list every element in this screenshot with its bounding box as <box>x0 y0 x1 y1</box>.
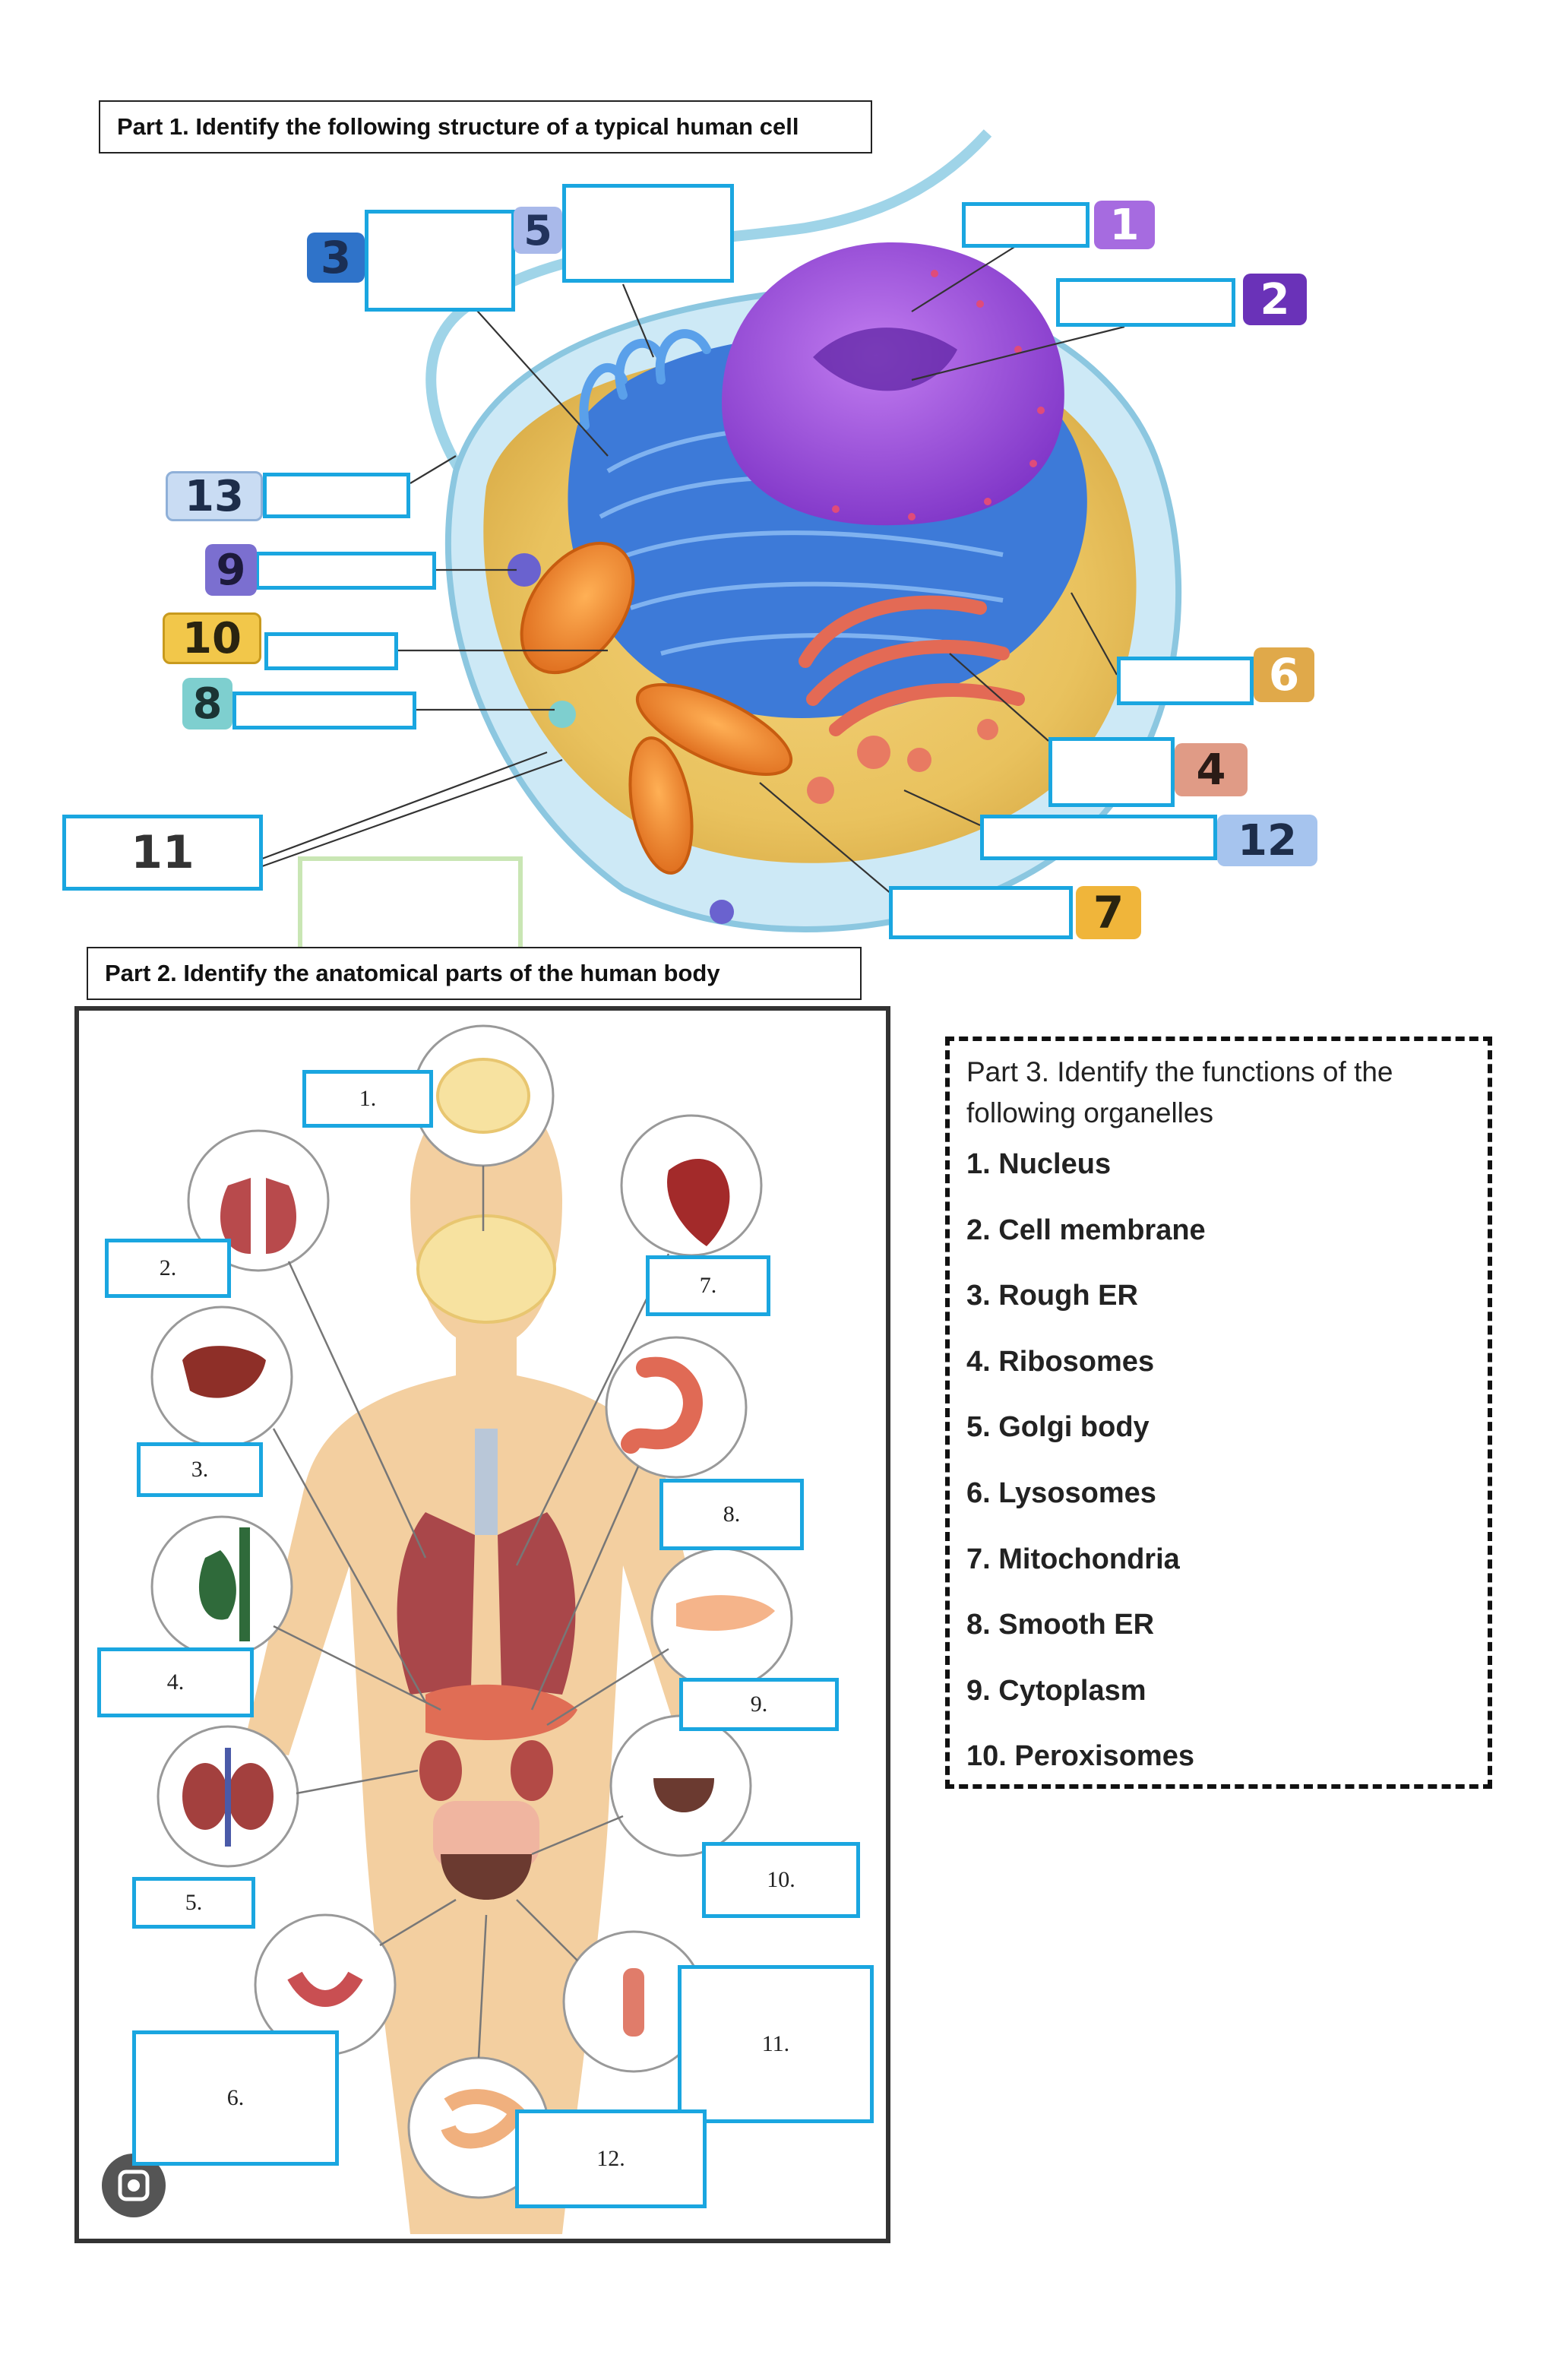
cell-answer-box-5[interactable] <box>562 184 734 283</box>
cell-label-11: 11 <box>131 826 194 879</box>
body-label-4: 4. <box>166 1669 185 1695</box>
organelle-item: 5. Golgi body <box>966 1411 1150 1444</box>
cell-answer-box-6[interactable] <box>1117 657 1254 705</box>
organelle-item: 8. Smooth ER <box>966 1609 1155 1641</box>
cell-badge-12-text: 12 <box>1238 815 1297 866</box>
body-answer-box-2[interactable]: 2. <box>105 1239 231 1298</box>
cell-answer-box-2[interactable] <box>1056 278 1235 327</box>
cell-badge-7: 7 <box>1076 886 1141 939</box>
cell-badge-7-text: 7 <box>1093 887 1124 938</box>
cell-badge-2: 2 <box>1243 274 1307 325</box>
organelle-item: 3. Rough ER <box>966 1280 1138 1312</box>
body-label-5: 5. <box>185 1890 203 1915</box>
lysosome <box>549 701 576 728</box>
part3-title: Part 3. Identify the functions of the fo… <box>966 1056 1393 1128</box>
cell-answer-box-1[interactable] <box>962 202 1090 248</box>
cell-badge-13-text: 13 <box>185 471 244 521</box>
cell-badge-3-text: 3 <box>320 232 352 283</box>
body-answer-box-4[interactable]: 4. <box>97 1647 254 1717</box>
organelle-item: 9. Cytoplasm <box>966 1674 1146 1707</box>
body-label-7: 7. <box>699 1273 717 1298</box>
part1-heading: Part 1. Identify the following structure… <box>99 100 872 153</box>
cell-answer-box-10[interactable] <box>264 632 398 670</box>
part2-heading-text: Part 2. Identify the anatomical parts of… <box>105 960 720 986</box>
body-answer-box-11[interactable]: 11. <box>678 1965 874 2123</box>
body-answer-box-9[interactable]: 9. <box>679 1678 839 1731</box>
body-answer-box-1[interactable]: 1. <box>302 1070 433 1128</box>
lungs-circle <box>187 1129 330 1272</box>
cell-badge-2-text: 2 <box>1260 274 1290 324</box>
body-answer-box-7[interactable]: 7. <box>646 1255 770 1316</box>
cell-answer-box-12[interactable] <box>980 815 1217 860</box>
cell-badge-9-text: 9 <box>216 545 246 595</box>
mitochondrion-2 <box>635 683 793 776</box>
organelle-item: 4. Ribosomes <box>966 1345 1155 1378</box>
vesicle <box>710 900 734 924</box>
cell-badge-1-text: 1 <box>1109 200 1140 250</box>
cell-illustration <box>261 129 1182 950</box>
cell-badge-8: 8 <box>182 678 232 730</box>
part2-heading: Part 2. Identify the anatomical parts of… <box>87 947 862 1000</box>
cell-badge-10: 10 <box>163 612 261 664</box>
stomach-circle <box>605 1336 748 1479</box>
mitochondrion-3 <box>628 736 694 875</box>
nucleolus <box>813 328 957 391</box>
body-label-12: 12. <box>596 2146 625 2171</box>
organelle-item: 7. Mitochondria <box>966 1543 1180 1575</box>
body-answer-box-8[interactable]: 8. <box>659 1479 804 1550</box>
intestines-in-body <box>433 1801 539 1869</box>
bladder-in-body <box>441 1854 532 1900</box>
cell-badge-1: 1 <box>1094 200 1155 250</box>
body-answer-box-12[interactable]: 12. <box>515 2109 707 2208</box>
body-answer-box-3[interactable]: 3. <box>137 1442 263 1497</box>
cell-badge-4-text: 4 <box>1196 745 1226 795</box>
cell-badge-8-text: 8 <box>192 679 223 729</box>
part1-heading-text: Part 1. Identify the following structure… <box>117 113 799 140</box>
cell-badge-13: 13 <box>166 471 263 521</box>
cell-badge-3: 3 <box>307 232 365 283</box>
cell-answer-box-13[interactable] <box>263 473 410 518</box>
organelle-item: 2. Cell membrane <box>966 1214 1206 1246</box>
body-label-6: 6. <box>226 2085 245 2110</box>
cell-badge-12: 12 <box>1217 815 1317 866</box>
body-label-3: 3. <box>191 1457 209 1482</box>
body-answer-box-5[interactable]: 5. <box>132 1877 255 1929</box>
cell-badge-4: 4 <box>1175 743 1248 796</box>
cell-answer-box-3[interactable] <box>365 210 515 312</box>
body-label-10: 10. <box>767 1867 795 1892</box>
body-answer-box-10[interactable]: 10. <box>702 1842 860 1918</box>
peroxisome <box>508 553 541 587</box>
cell-badge-5-text: 5 <box>523 206 552 255</box>
body-label-11: 11. <box>761 2031 790 2056</box>
cell-answer-box-7[interactable] <box>889 886 1073 939</box>
cell-answer-box-11[interactable]: 11 <box>62 815 263 891</box>
body-silhouette <box>243 1079 729 2234</box>
cell-answer-box-8[interactable] <box>232 692 416 730</box>
body-label-2: 2. <box>159 1255 177 1280</box>
part3-box: Part 3. Identify the functions of the fo… <box>945 1037 1492 1789</box>
cell-badge-5: 5 <box>514 206 562 255</box>
organelle-item: 1. Nucleus <box>966 1148 1112 1180</box>
cell-answer-box-4[interactable] <box>1048 737 1175 807</box>
body-label-1: 1. <box>359 1086 377 1111</box>
lungs-in-body <box>397 1512 475 1695</box>
golgi-top <box>579 329 711 430</box>
body-label-9: 9. <box>750 1692 768 1717</box>
mitochondrion-1 <box>520 541 635 675</box>
cell-answer-box-9[interactable] <box>255 552 436 590</box>
cell-badge-9: 9 <box>205 544 257 596</box>
cell-badge-6: 6 <box>1254 647 1314 702</box>
organelle-item: 10. Peroxisomes <box>966 1740 1194 1773</box>
body-answer-box-6[interactable]: 6. <box>132 2030 339 2166</box>
cell-badge-10-text: 10 <box>182 613 242 663</box>
cell-badge-6-text: 6 <box>1268 649 1300 701</box>
organelle-item: 6. Lysosomes <box>966 1476 1156 1509</box>
brain-in-head <box>416 1214 556 1324</box>
stomach-in-body <box>425 1684 577 1740</box>
body-label-8: 8. <box>723 1502 741 1527</box>
